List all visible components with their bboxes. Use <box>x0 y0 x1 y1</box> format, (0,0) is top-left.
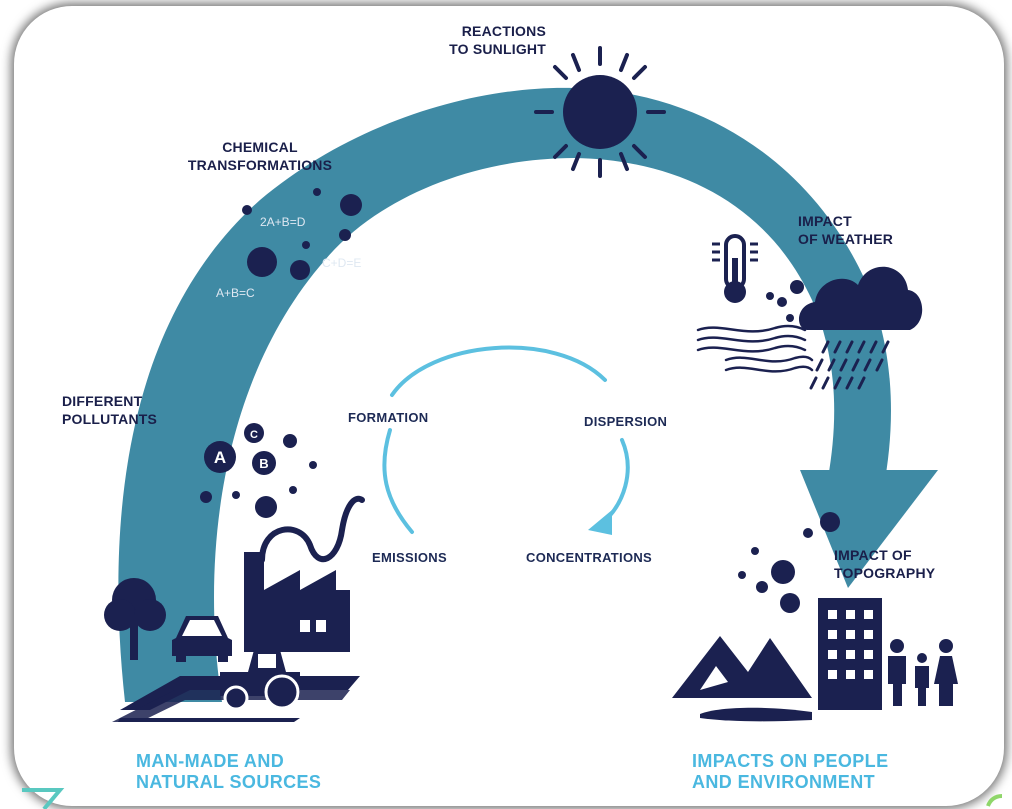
pollutant-bubble-a: A <box>204 441 236 473</box>
label-reactions-to-sunlight: REACTIONS TO SUNLIGHT <box>449 23 546 57</box>
weather-particles <box>766 280 804 322</box>
equation-c-d-e: C+D=E <box>322 256 362 270</box>
equation-2a-b-d: 2A+B=D <box>260 215 306 229</box>
cycle-arc-top <box>390 345 607 397</box>
cycle-concentrations: CONCENTRATIONS <box>526 550 653 565</box>
pollution-path-arc <box>118 87 891 702</box>
label-impact-of-weather: IMPACT OF WEATHER <box>798 213 894 247</box>
pollutant-c-letter: C <box>250 429 258 441</box>
building-icon <box>818 598 882 710</box>
equation-a-b-c: A+B=C <box>216 286 255 300</box>
pollutant-particles <box>200 434 317 518</box>
pollutant-bubble-b: B <box>252 451 276 475</box>
lake-icon <box>700 707 812 722</box>
wind-icon <box>696 324 814 373</box>
pollutant-a-letter: A <box>214 448 226 467</box>
footer-sources: MAN-MADE AND NATURAL SOURCES <box>136 751 322 792</box>
cycle-dispersion: DISPERSION <box>584 414 668 429</box>
cycle-emissions: EMISSIONS <box>372 550 447 565</box>
smoke-trail <box>259 495 365 563</box>
factory-icon <box>244 552 350 652</box>
tree-icon <box>104 578 166 660</box>
topography-particles <box>738 512 840 613</box>
car-icon <box>172 616 232 662</box>
mountains-icon <box>672 636 812 698</box>
label-different-pollutants: DIFFERENT POLLUTANTS <box>62 393 158 427</box>
cycle-arc-right <box>598 438 630 527</box>
cycle-arrowhead <box>588 510 612 535</box>
rain-cloud-icon <box>798 266 923 390</box>
corner-chevron-mark <box>22 788 65 809</box>
label-impact-of-topography: IMPACT OF TOPOGRAPHY <box>834 547 936 581</box>
corner-arc-mark <box>986 794 1003 807</box>
label-chemical-transformations: CHEMICAL TRANSFORMATIONS <box>187 139 333 173</box>
cycle-arc-left <box>382 428 414 534</box>
pollutant-b-letter: B <box>259 456 268 471</box>
family-icon <box>888 639 958 706</box>
footer-impacts: IMPACTS ON PEOPLE AND ENVIRONMENT <box>692 751 889 792</box>
sun-icon <box>534 46 666 178</box>
pollutant-bubble-c: C <box>244 423 264 443</box>
chemical-particles <box>242 188 362 280</box>
arc-arrowhead <box>800 470 938 588</box>
tractor-icon <box>220 650 300 711</box>
thermometer-icon <box>712 234 758 303</box>
cycle-formation: FORMATION <box>348 410 429 425</box>
